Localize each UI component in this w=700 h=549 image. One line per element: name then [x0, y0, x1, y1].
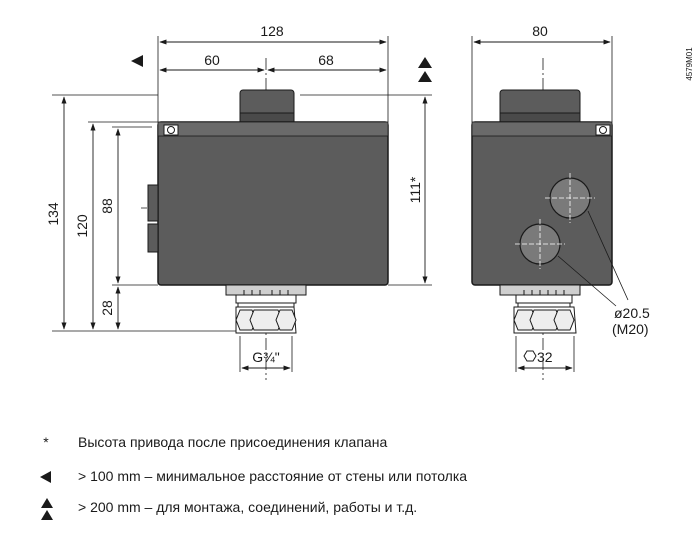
- legend-row-wall: > 100 mm – минимальное расстояние от сте…: [0, 466, 700, 486]
- clearance-wall-symbol: [131, 55, 143, 67]
- dim-60: 60: [204, 52, 220, 68]
- hex-nut-icon: [523, 350, 537, 362]
- dim-68: 68: [318, 52, 334, 68]
- legend-text-mount: > 200 mm – для монтажа, соединений, рабо…: [78, 499, 418, 515]
- dim-80: 80: [532, 23, 548, 39]
- triangle-up-icon-second: [41, 510, 53, 520]
- hole-diameter: ø20.5: [614, 305, 650, 321]
- dim-111: 111*: [407, 176, 423, 203]
- clearance-mount-symbol-a: [418, 57, 432, 68]
- dim-134: 134: [45, 202, 61, 226]
- side-view: ø20.5 (M20) 80 32 4579M01: [471, 23, 694, 380]
- side-valve-fitting: [499, 284, 581, 334]
- dim-128: 128: [260, 23, 284, 39]
- legend-row-mount: > 200 mm – для монтажа, соединений, рабо…: [0, 497, 700, 520]
- cable-entry-lower: [515, 219, 565, 269]
- front-side-port-top: [147, 184, 159, 222]
- dim-32: 32: [537, 349, 553, 365]
- hole-leaders: [557, 210, 629, 307]
- hole-thread: (M20): [612, 321, 649, 337]
- front-extension-lines: [52, 36, 432, 372]
- dim-28: 28: [99, 300, 115, 316]
- front-side-port-bottom: [147, 223, 159, 253]
- cable-entry-upper: [545, 173, 595, 223]
- front-housing: [157, 121, 389, 286]
- asterisk-symbol: *: [43, 434, 49, 450]
- clearance-mount-symbol-b: [418, 71, 432, 82]
- legend-row-asterisk: * Высота привода после присоединения кла…: [0, 432, 700, 452]
- dim-88: 88: [99, 198, 115, 214]
- triangle-up-icon: [41, 498, 53, 508]
- drawing-code: 4579M01: [685, 47, 694, 81]
- side-extension-lines: [471, 36, 613, 372]
- legend-text-wall: > 100 mm – минимальное расстояние от сте…: [78, 468, 468, 484]
- dim-120: 120: [74, 214, 90, 238]
- legend-text-asterisk: Высота привода после присоединения клапа…: [78, 434, 388, 450]
- front-valve-fitting: [225, 284, 307, 334]
- front-screw: [163, 124, 179, 136]
- front-view: 128 60 68 134 120 88 28 111* G¾": [45, 23, 432, 380]
- triangle-left-icon: [40, 471, 51, 483]
- dim-thread: G¾": [252, 349, 280, 365]
- side-screw: [595, 124, 611, 136]
